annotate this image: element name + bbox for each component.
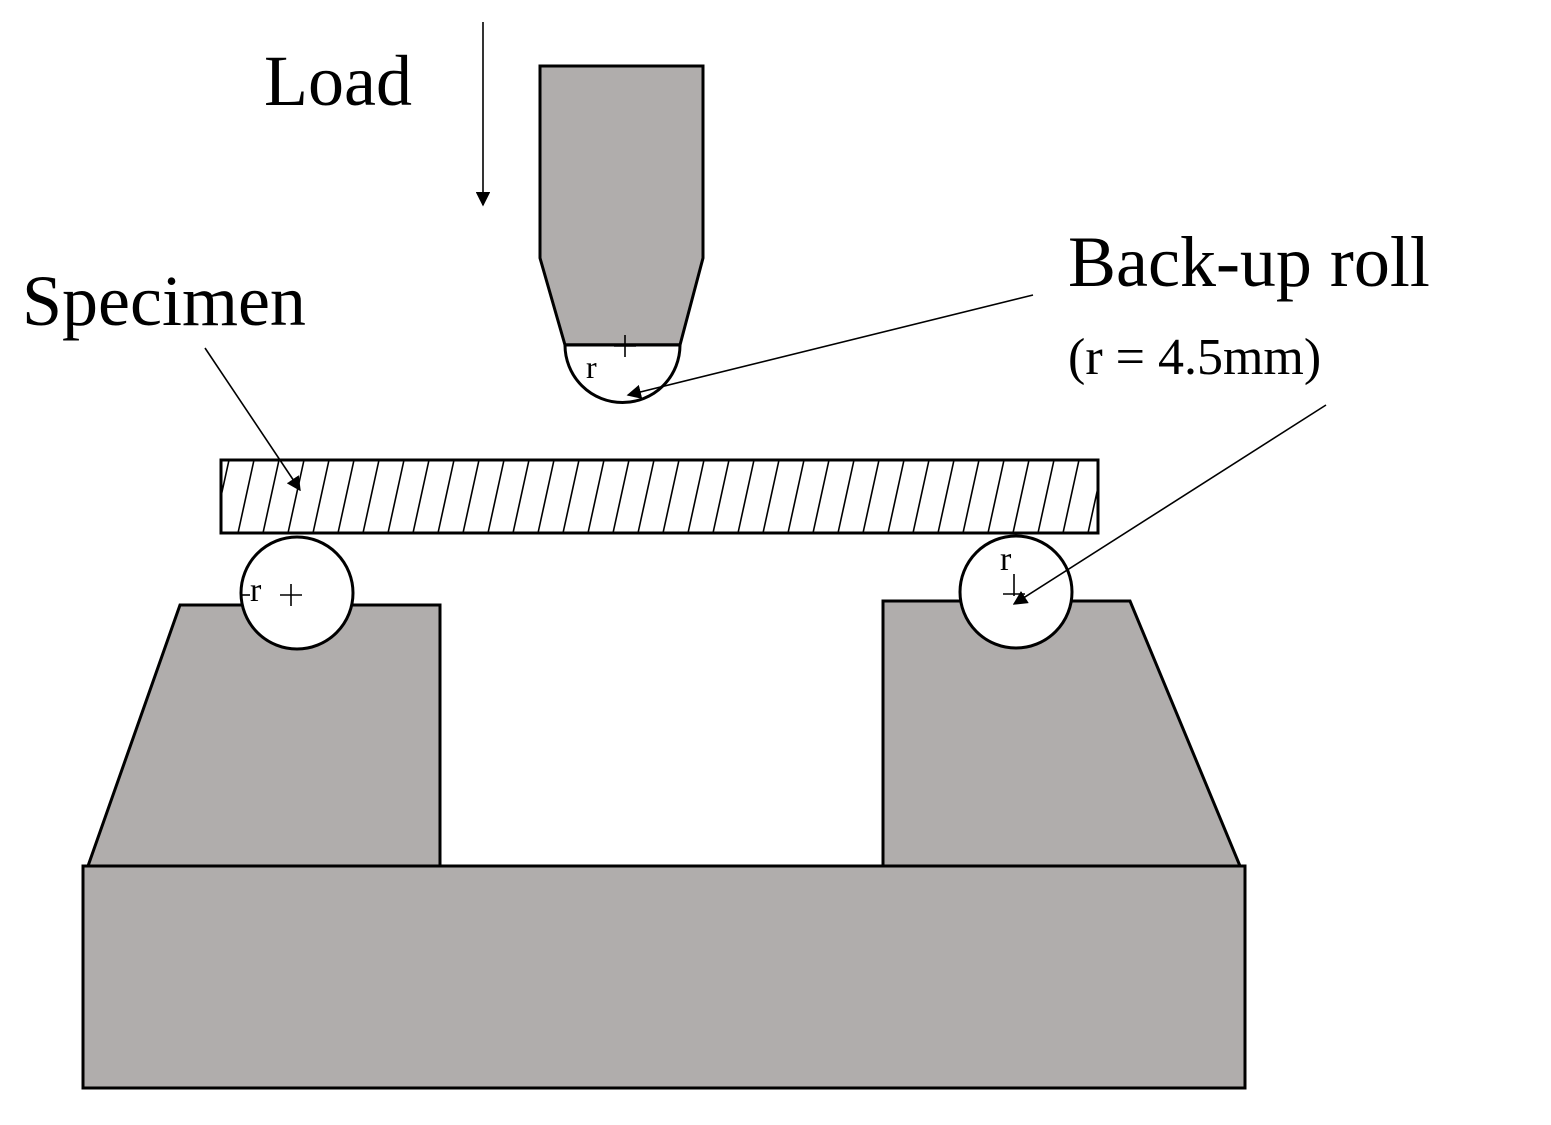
specimen-bar: [219, 458, 1100, 535]
radius-note-label: (r = 4.5mm): [1068, 329, 1321, 386]
right-roll-radius-label: r: [1000, 541, 1012, 578]
base-block: [81, 864, 1247, 1090]
hatch-line: [462, 459, 480, 534]
hatch-line: [637, 459, 655, 534]
left-roll-center-icon: [240, 584, 302, 606]
hatch-line: [987, 459, 1005, 534]
hatch-line: [962, 459, 980, 534]
backup-roll-leader-nose-arrow-icon: [626, 294, 1034, 399]
hatch-line: [437, 459, 455, 534]
hatch-line: [1037, 459, 1055, 534]
hatch-line: [362, 459, 380, 534]
backup-roll-leader-right-arrow-icon: [1012, 404, 1327, 605]
hatch-line: [487, 459, 505, 534]
hatch-line: [862, 459, 880, 534]
specimen-hatching: [220, 459, 1099, 534]
hatch-line: [387, 459, 405, 534]
hatch-line: [262, 459, 280, 534]
hatch-line: [687, 459, 705, 534]
hatch-line: [837, 459, 855, 534]
hatch-line: [712, 459, 730, 534]
hatch-line: [412, 459, 430, 534]
hatch-line: [737, 459, 755, 534]
hatch-line: [537, 459, 555, 534]
hatch-line: [587, 459, 605, 534]
right-backup-roll: [958, 534, 1074, 650]
hatch-line: [612, 459, 630, 534]
loading-nose-tip: [563, 343, 682, 404]
right-support: [881, 599, 1243, 868]
left-roll-radius-label: r: [250, 572, 262, 609]
hatch-line: [1087, 487, 1099, 534]
nose-radius-label: r: [586, 349, 597, 385]
left-backup-roll: [239, 535, 355, 651]
specimen-leader-arrow-icon: [204, 347, 301, 492]
nose-center-icon: [614, 335, 636, 357]
hatch-line: [937, 459, 955, 534]
backup-roll-label: Back-up roll: [1068, 222, 1430, 302]
hatch-line: [1012, 459, 1030, 534]
hatch-line: [312, 459, 330, 534]
hatch-line: [787, 459, 805, 534]
hatch-line: [762, 459, 780, 534]
loading-nose-body: [538, 64, 705, 347]
hatch-line: [287, 459, 305, 534]
hatch-line: [912, 459, 930, 534]
hatch-line: [562, 459, 580, 534]
hatch-line: [812, 459, 830, 534]
specimen-label: Specimen: [22, 261, 306, 341]
hatch-line: [237, 459, 255, 534]
hatch-line: [337, 459, 355, 534]
hatch-line: [662, 459, 680, 534]
hatch-line: [887, 459, 905, 534]
left-support: [85, 603, 442, 868]
hatch-line: [512, 459, 530, 534]
hatch-line: [1062, 459, 1080, 534]
load-label: Load: [264, 41, 412, 121]
